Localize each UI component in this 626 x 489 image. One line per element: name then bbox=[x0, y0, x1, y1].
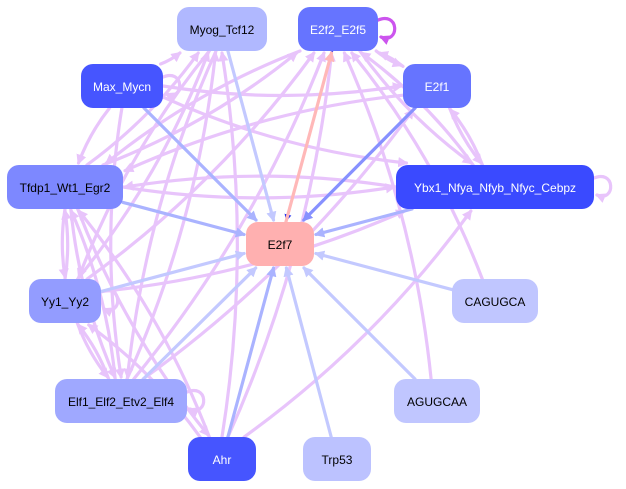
edge-myog-tcf12-to-e2f7 bbox=[226, 49, 277, 222]
node-box[interactable] bbox=[188, 437, 256, 481]
node-box[interactable] bbox=[55, 379, 187, 423]
edge-myog-tcf12-to-yy1-yy2 bbox=[77, 49, 211, 279]
node-label: Elf1_Elf2_Etv2_Elf4 bbox=[68, 395, 174, 409]
edge-e2f7-to-e2f2-e2f5 bbox=[284, 51, 335, 224]
node-box[interactable] bbox=[394, 379, 480, 423]
edge-e2f1-to-tfdp1-wt1-egr2 bbox=[123, 93, 405, 173]
node-box[interactable] bbox=[396, 165, 594, 209]
edge-ahr-to-tfdp1-wt1-egr2 bbox=[77, 209, 211, 439]
edge-e2f1-to-e2f7 bbox=[302, 106, 417, 222]
edge-max-mycn-to-elf1-elf2-etv2-elf4 bbox=[109, 106, 125, 380]
edge-e2f2-e2f5-to-tfdp1-wt1-egr2 bbox=[104, 49, 302, 165]
node-myog-tcf12[interactable]: Myog_Tcf12 bbox=[177, 7, 267, 51]
edge-ybx1-nfya-nfyb-nfyc-cebpz-to-e2f1 bbox=[449, 108, 484, 167]
edge-tfdp1-wt1-egr2-to-e2f7 bbox=[121, 200, 246, 238]
node-label: Max_Mycn bbox=[93, 80, 151, 94]
node-box[interactable] bbox=[246, 222, 314, 266]
edge-ahr-to-yy1-yy2 bbox=[87, 323, 202, 439]
node-box[interactable] bbox=[403, 64, 471, 108]
node-label: Tfdp1_Wt1_Egr2 bbox=[20, 181, 111, 195]
edge-yy1-yy2-to-e2f7 bbox=[99, 250, 246, 294]
edge-cagugca-to-e2f7 bbox=[314, 250, 454, 292]
node-label: Ybx1_Nfya_Nfyb_Nfyc_Cebpz bbox=[414, 181, 576, 195]
node-box[interactable] bbox=[452, 279, 538, 323]
edge-tfdp1-wt1-egr2-to-myog-tcf12 bbox=[85, 51, 200, 167]
node-max-mycn[interactable]: Max_Mycn bbox=[81, 64, 163, 108]
node-cagugca[interactable]: CAGUGCA bbox=[452, 279, 538, 323]
edge-ybx1-nfya-nfyb-nfyc-cebpz-to-ybx1-nfya-nfyb-nfyc-cebpz bbox=[590, 175, 613, 203]
edge-tfdp1-wt1-egr2-to-e2f2-e2f5 bbox=[101, 51, 299, 167]
edge-agugcaa-to-e2f7 bbox=[302, 266, 417, 381]
edge-ybx1-nfya-nfyb-nfyc-cebpz-to-e2f7 bbox=[314, 207, 414, 238]
node-box[interactable] bbox=[7, 165, 123, 209]
node-label: Trp53 bbox=[322, 453, 353, 467]
node-label: Yy1_Yy2 bbox=[41, 295, 89, 309]
node-e2f7[interactable]: E2f7 bbox=[246, 222, 314, 266]
edge-tfdp1-wt1-egr2-to-ybx1-nfya-nfyb-nfyc-cebpz bbox=[121, 183, 397, 200]
edge-e2f2-e2f5-to-e2f2-e2f5 bbox=[374, 17, 397, 45]
edge-elf1-elf2-etv2-elf4-to-e2f7 bbox=[141, 266, 258, 381]
edge-yy1-yy2-to-tfdp1-wt1-egr2 bbox=[61, 208, 72, 281]
node-box[interactable] bbox=[81, 64, 163, 108]
edge-ahr-to-e2f7 bbox=[226, 266, 277, 439]
edge-max-mycn-to-e2f7 bbox=[142, 106, 258, 222]
node-label: E2f1 bbox=[425, 80, 450, 94]
node-box[interactable] bbox=[29, 279, 101, 323]
node-box[interactable] bbox=[177, 7, 267, 51]
edge-max-mycn-to-myog-tcf12 bbox=[159, 51, 182, 66]
edge-cagugca-to-e2f2-e2f5 bbox=[350, 51, 484, 281]
node-agugcaa[interactable]: AGUGCAA bbox=[394, 379, 480, 423]
node-box[interactable] bbox=[303, 437, 371, 481]
node-e2f1[interactable]: E2f1 bbox=[403, 64, 471, 108]
edge-e2f1-to-e2f2-e2f5 bbox=[377, 51, 405, 68]
edge-elf1-elf2-etv2-elf4-to-yy1-yy2 bbox=[76, 323, 111, 381]
node-e2f2-e2f5[interactable]: E2f2_E2f5 bbox=[298, 7, 378, 51]
edge-ahr-to-ybx1-nfya-nfyb-nfyc-cebpz bbox=[242, 209, 473, 439]
edges-layer bbox=[58, 17, 613, 439]
node-label: Ahr bbox=[213, 453, 232, 467]
node-label: CAGUGCA bbox=[465, 295, 526, 309]
node-label: AGUGCAA bbox=[407, 395, 467, 409]
node-ybx1-nfya-nfyb-nfyc-cebpz[interactable]: Ybx1_Nfya_Nfyb_Nfyc_Cebpz bbox=[396, 165, 594, 209]
node-label: E2f7 bbox=[268, 238, 293, 252]
edge-max-mycn-to-tfdp1-wt1-egr2 bbox=[76, 106, 112, 165]
edge-yy1-yy2-to-myog-tcf12 bbox=[76, 51, 210, 281]
node-trp53[interactable]: Trp53 bbox=[303, 437, 371, 481]
edge-ahr-to-myog-tcf12 bbox=[218, 50, 239, 439]
node-elf1-elf2-etv2-elf4[interactable]: Elf1_Elf2_Etv2_Elf4 bbox=[55, 379, 187, 423]
node-ahr[interactable]: Ahr bbox=[188, 437, 256, 481]
node-label: E2f2_E2f5 bbox=[310, 23, 366, 37]
node-tfdp1-wt1-egr2[interactable]: Tfdp1_Wt1_Egr2 bbox=[7, 165, 123, 209]
node-label: Myog_Tcf12 bbox=[190, 23, 255, 37]
edge-max-mycn-to-max-mycn bbox=[159, 74, 182, 102]
node-yy1-yy2[interactable]: Yy1_Yy2 bbox=[29, 279, 101, 323]
node-box[interactable] bbox=[298, 7, 378, 51]
edge-trp53-to-e2f7 bbox=[283, 266, 333, 439]
